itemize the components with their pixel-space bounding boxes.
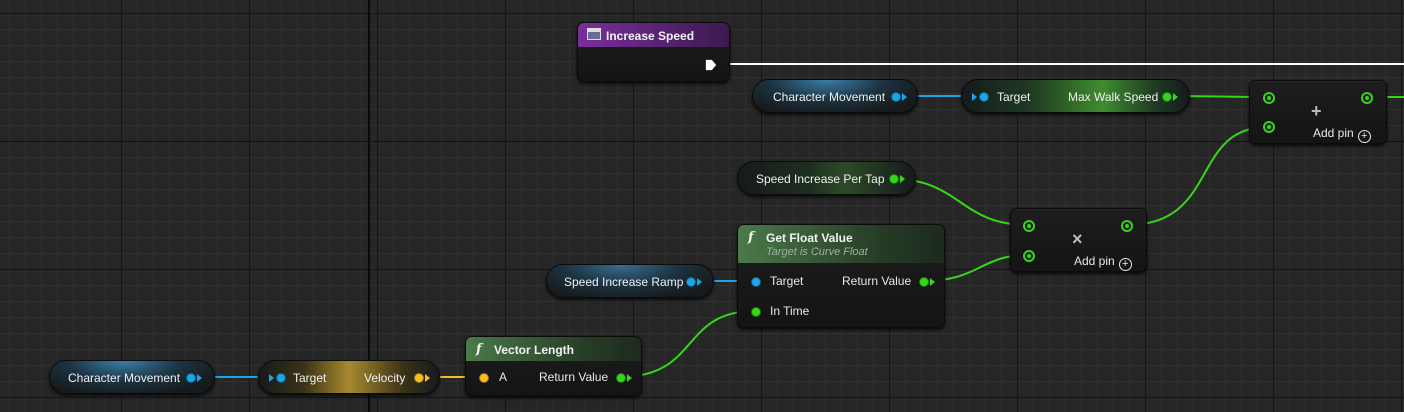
multiply-input-pin-a[interactable] — [1023, 220, 1035, 232]
object-output-pin[interactable] — [186, 373, 196, 383]
a-input-pin[interactable] — [479, 373, 489, 383]
variable-speed-increase-per-tap[interactable]: Speed Increase Per Tap — [737, 161, 916, 195]
target-pin-label: Target — [293, 371, 327, 385]
add-pin-button[interactable]: Add pin+ — [1074, 254, 1132, 271]
return-value-label: Return Value — [539, 370, 609, 384]
in-time-input-pin[interactable] — [751, 307, 761, 317]
max-walk-speed-label: Max Walk Speed — [1068, 90, 1159, 104]
pin-arrow-icon — [627, 374, 632, 382]
target-pin-label: Target — [997, 90, 1031, 104]
add-output-pin[interactable] — [1361, 92, 1373, 104]
variable-label: Character Movement — [773, 90, 886, 104]
pin-arrow-icon — [425, 374, 430, 382]
wire-length-to-intime — [619, 310, 756, 378]
wire-multiply-to-add — [1126, 126, 1269, 226]
target-pin-label: Target — [770, 274, 804, 288]
pin-arrow-icon — [902, 93, 907, 101]
variable-speed-increase-ramp[interactable]: Speed Increase Ramp — [546, 264, 714, 298]
a-pin-label: A — [499, 370, 508, 384]
add-pin-button[interactable]: Add pin+ — [1313, 126, 1371, 143]
exec-output-pin[interactable] — [705, 59, 717, 71]
max-walk-speed-output-pin[interactable] — [1162, 92, 1172, 102]
function-node-header: f Get Float Value Target is Curve Float — [738, 225, 944, 263]
target-input-pin[interactable] — [276, 373, 286, 383]
add-pin-label: Add pin — [1074, 254, 1115, 268]
graph-origin-vertical-line — [368, 0, 370, 412]
target-input-pin[interactable] — [979, 92, 989, 102]
multiply-output-pin[interactable] — [1121, 220, 1133, 232]
variable-character-movement-top[interactable]: Character Movement — [752, 79, 918, 113]
function-node-header: f Vector Length — [466, 337, 641, 361]
event-icon — [587, 28, 601, 40]
float-output-pin[interactable] — [889, 174, 899, 184]
function-title: Get Float Value — [766, 231, 853, 245]
multiply-operator-icon: × — [1072, 229, 1083, 249]
add-float-node[interactable]: + Add pin+ — [1249, 80, 1387, 144]
pin-arrow-icon — [930, 278, 935, 286]
pin-arrow-icon — [972, 93, 977, 101]
pin-arrow-icon — [900, 175, 905, 183]
function-icon: f — [476, 342, 482, 357]
multiply-float-node[interactable]: × Add pin+ — [1010, 208, 1147, 272]
return-value-output-pin[interactable] — [616, 373, 626, 383]
get-velocity-node[interactable]: Target Velocity — [258, 360, 440, 394]
in-time-pin-label: In Time — [770, 304, 810, 318]
pin-arrow-icon — [697, 278, 702, 286]
vector-length-node[interactable]: f Vector Length A Return Value — [465, 336, 642, 396]
object-output-pin[interactable] — [686, 277, 696, 287]
velocity-output-pin[interactable] — [414, 373, 424, 383]
variable-label: Speed Increase Ramp — [564, 275, 684, 289]
add-circle-icon: + — [1357, 130, 1371, 143]
add-input-pin-b[interactable] — [1263, 121, 1275, 133]
function-title: Vector Length — [494, 343, 575, 357]
event-node-header: Increase Speed — [578, 23, 729, 47]
velocity-label: Velocity — [364, 371, 406, 385]
add-input-pin-a[interactable] — [1263, 92, 1275, 104]
pin-arrow-icon — [1173, 93, 1178, 101]
return-value-label: Return Value — [842, 274, 912, 288]
add-pin-label: Add pin — [1313, 126, 1354, 140]
graph-origin-horizontal-line — [0, 141, 1404, 142]
add-operator-icon: + — [1311, 101, 1322, 121]
variable-label: Character Movement — [68, 371, 181, 385]
event-node-increase-speed[interactable]: Increase Speed — [577, 22, 730, 82]
get-float-value-node[interactable]: f Get Float Value Target is Curve Float … — [737, 224, 945, 328]
function-subtitle: Target is Curve Float — [766, 246, 868, 258]
pin-arrow-icon — [197, 374, 202, 382]
object-output-pin[interactable] — [891, 92, 901, 102]
function-icon: f — [748, 230, 754, 245]
target-input-pin[interactable] — [751, 277, 761, 287]
add-circle-icon: + — [1118, 258, 1132, 271]
event-title: Increase Speed — [606, 29, 695, 43]
return-value-output-pin[interactable] — [919, 277, 929, 287]
pin-arrow-icon — [269, 374, 274, 382]
multiply-input-pin-b[interactable] — [1023, 250, 1035, 262]
variable-label: Speed Increase Per Tap — [756, 172, 885, 186]
variable-character-movement-bottom[interactable]: Character Movement — [49, 360, 215, 394]
get-max-walk-speed-node[interactable]: Target Max Walk Speed — [961, 79, 1190, 113]
